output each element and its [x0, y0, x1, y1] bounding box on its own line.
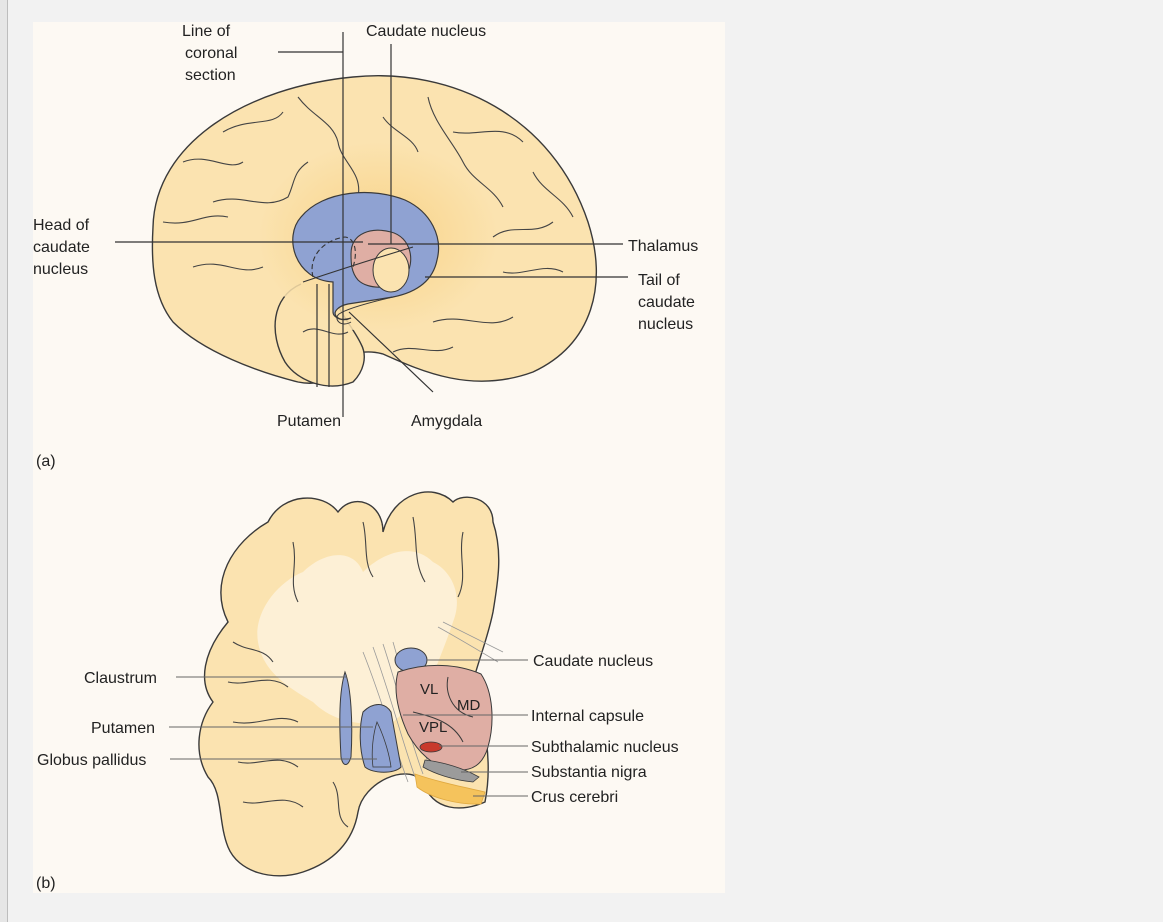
label-thalamus: Thalamus — [628, 238, 698, 255]
subthalamic-nucleus-shape — [420, 742, 442, 752]
label-vl: VL — [420, 681, 438, 698]
label-line-of-coronal-2: coronal — [185, 45, 237, 62]
label-tail-of-caudate-1: Tail of — [638, 272, 680, 289]
label-putamen-b: Putamen — [91, 720, 155, 737]
brain-diagram: Line of coronal section Caudate nucleus … — [33, 22, 725, 893]
label-vpl: VPL — [419, 719, 447, 736]
label-head-of-caudate-1: Head of — [33, 217, 90, 234]
label-subthalamic-nucleus: Subthalamic nucleus — [531, 739, 679, 756]
label-crus-cerebri: Crus cerebri — [531, 789, 618, 806]
label-tail-of-caudate-2: caudate — [638, 294, 695, 311]
label-panel-b: (b) — [36, 875, 56, 892]
label-caudate-nucleus-b: Caudate nucleus — [533, 653, 653, 670]
label-globus-pallidus: Globus pallidus — [37, 752, 146, 769]
label-claustrum: Claustrum — [84, 670, 157, 687]
label-panel-a: (a) — [36, 453, 56, 470]
label-head-of-caudate-3: nucleus — [33, 261, 88, 278]
left-border — [0, 0, 8, 922]
label-md: MD — [457, 697, 480, 714]
figure-panel: Line of coronal section Caudate nucleus … — [33, 22, 725, 893]
label-tail-of-caudate-3: nucleus — [638, 316, 693, 333]
panel-b: VL MD VPL Claustrum Putamen Globus palli… — [36, 492, 679, 892]
thalamus-inner — [373, 248, 409, 292]
label-line-of-coronal-1: Line of — [182, 23, 231, 40]
label-caudate-nucleus-a: Caudate nucleus — [366, 23, 486, 40]
label-putamen-a: Putamen — [277, 413, 341, 430]
label-line-of-coronal-3: section — [185, 67, 236, 84]
panel-a: Line of coronal section Caudate nucleus … — [33, 23, 698, 470]
label-substantia-nigra: Substantia nigra — [531, 764, 647, 781]
label-head-of-caudate-2: caudate — [33, 239, 90, 256]
label-amygdala: Amygdala — [411, 413, 482, 430]
label-internal-capsule: Internal capsule — [531, 708, 644, 725]
